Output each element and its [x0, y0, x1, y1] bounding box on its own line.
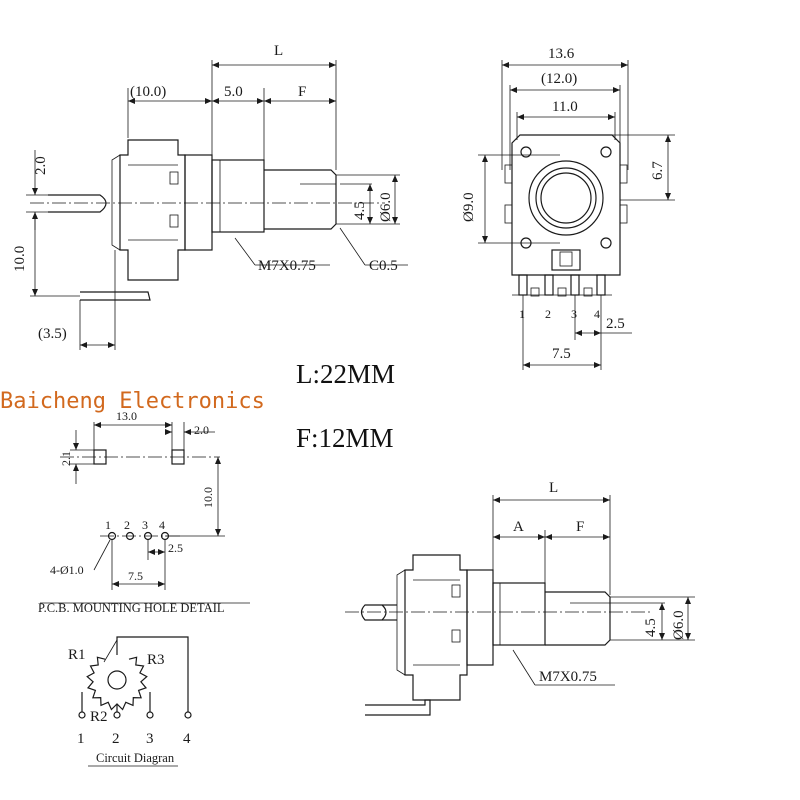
circuit-pin-4: 4 — [183, 731, 191, 747]
side2-dim-F: F — [576, 519, 584, 535]
front-pin-3: 3 — [571, 307, 577, 321]
pcb-dim-7-5: 7.5 — [128, 569, 143, 583]
front-dim-13-6: 13.6 — [548, 46, 575, 62]
front-view — [478, 60, 675, 370]
circuit-diagram — [78, 636, 192, 767]
spec-F: F:12MM — [296, 423, 394, 453]
side2-dim-L: L — [549, 480, 558, 496]
side-dim-5: 5.0 — [224, 84, 243, 100]
front-dim-6-7: 6.7 — [650, 161, 666, 180]
side-dim-3-5: (3.5) — [38, 326, 67, 342]
front-pin-4: 4 — [594, 307, 600, 321]
brand-watermark: Baicheng Electronics — [0, 389, 265, 414]
side2-thread: M7X0.75 — [539, 669, 597, 685]
pcb-dim-2-5: 2.5 — [168, 541, 183, 555]
side-dim-L: L — [274, 43, 283, 59]
side-thread: M7X0.75 — [258, 258, 316, 274]
side-dim-6: Ø6.0 — [378, 192, 394, 222]
circuit-r3: R3 — [147, 652, 165, 668]
circuit-pin-1: 1 — [77, 731, 85, 747]
side-view-top — [26, 60, 408, 350]
pcb-pin-2: 2 — [124, 518, 130, 532]
side2-dim-6: Ø6.0 — [671, 610, 687, 640]
front-dim-11: 11.0 — [552, 99, 578, 115]
front-dim-9: Ø9.0 — [461, 192, 477, 222]
side-dim-10: (10.0) — [130, 84, 166, 100]
circuit-r2: R2 — [90, 709, 108, 725]
side-view-bottom — [345, 495, 695, 716]
front-pin-1: 1 — [519, 307, 525, 321]
side2-dim-4-5: 4.5 — [643, 618, 659, 637]
front-dim-7-5: 7.5 — [552, 346, 571, 362]
side-dim-2: 2.0 — [33, 156, 49, 175]
side2-dim-A: A — [513, 519, 524, 535]
side-dim-F: F — [298, 84, 306, 100]
circuit-pin-2: 2 — [112, 731, 120, 747]
spec-L: L:22MM — [296, 359, 395, 389]
pcb-pin-4: 4 — [159, 518, 165, 532]
pcb-dim-2-1: 2.1 — [59, 451, 73, 466]
side-chamfer: C0.5 — [369, 258, 398, 274]
pcb-dim-10: 10.0 — [201, 487, 215, 508]
pcb-detail — [40, 422, 250, 604]
pcb-holes: 4-Ø1.0 — [50, 563, 84, 577]
circuit-r1: R1 — [68, 647, 86, 663]
pcb-pin-1: 1 — [105, 518, 111, 532]
circuit-pin-3: 3 — [146, 731, 154, 747]
side-dim-10v: 10.0 — [12, 246, 28, 272]
pcb-dim-2: 2.0 — [194, 423, 209, 437]
side-dim-4-5: 4.5 — [352, 201, 368, 220]
front-dim-2-5: 2.5 — [606, 316, 625, 332]
front-pin-2: 2 — [545, 307, 551, 321]
pcb-dim-13: 13.0 — [116, 409, 137, 423]
pcb-caption: P.C.B. MOUNTING HOLE DETAIL — [38, 601, 225, 615]
front-dim-12: (12.0) — [541, 71, 577, 87]
pcb-pin-3: 3 — [142, 518, 148, 532]
circuit-caption: Circuit Diagran — [96, 751, 175, 765]
